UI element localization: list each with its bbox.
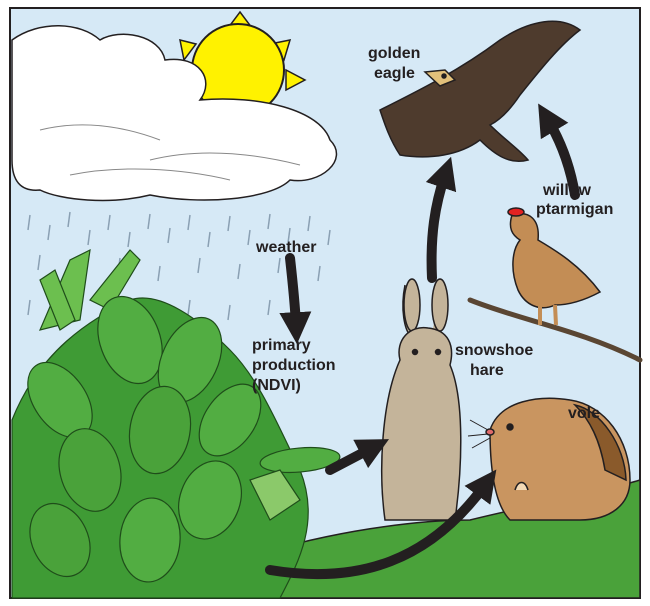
svg-text:golden: golden <box>368 45 420 62</box>
golden-eagle-icon <box>379 20 582 162</box>
vole-label: vole <box>568 405 600 422</box>
weather-label: weather <box>255 239 316 256</box>
cloud-icon <box>11 25 338 202</box>
snowshoe-hare-label: snowshoe hare <box>455 342 533 379</box>
svg-text:snowshoe: snowshoe <box>455 342 533 359</box>
branch-icon <box>467 297 643 363</box>
svg-text:primary: primary <box>252 337 311 354</box>
weather-to-production-arrow <box>279 253 312 345</box>
willow-ptarmigan-icon <box>507 207 602 326</box>
willow-ptarmigan-label: willow ptarmigan <box>536 182 613 218</box>
ptarmigan-to-eagle-arrow <box>538 103 580 200</box>
svg-text:eagle: eagle <box>374 65 415 82</box>
svg-text:willow: willow <box>542 182 592 199</box>
svg-text:production: production <box>252 357 336 374</box>
plants-to-hare-arrow <box>325 439 390 475</box>
snowshoe-hare-icon <box>381 278 462 521</box>
arrow-icon <box>265 103 580 580</box>
svg-text:(NDVI): (NDVI) <box>252 377 301 394</box>
vole-icon <box>467 397 631 521</box>
plant-icon <box>11 248 341 599</box>
golden-eagle-label: golden eagle <box>368 45 420 82</box>
svg-text:hare: hare <box>470 362 504 379</box>
svg-text:ptarmigan: ptarmigan <box>536 201 613 218</box>
plants-to-vole-arrow <box>265 469 497 580</box>
hare-to-eagle-arrow <box>425 156 457 283</box>
primary-production-label: primary production (NDVI) <box>252 337 336 394</box>
